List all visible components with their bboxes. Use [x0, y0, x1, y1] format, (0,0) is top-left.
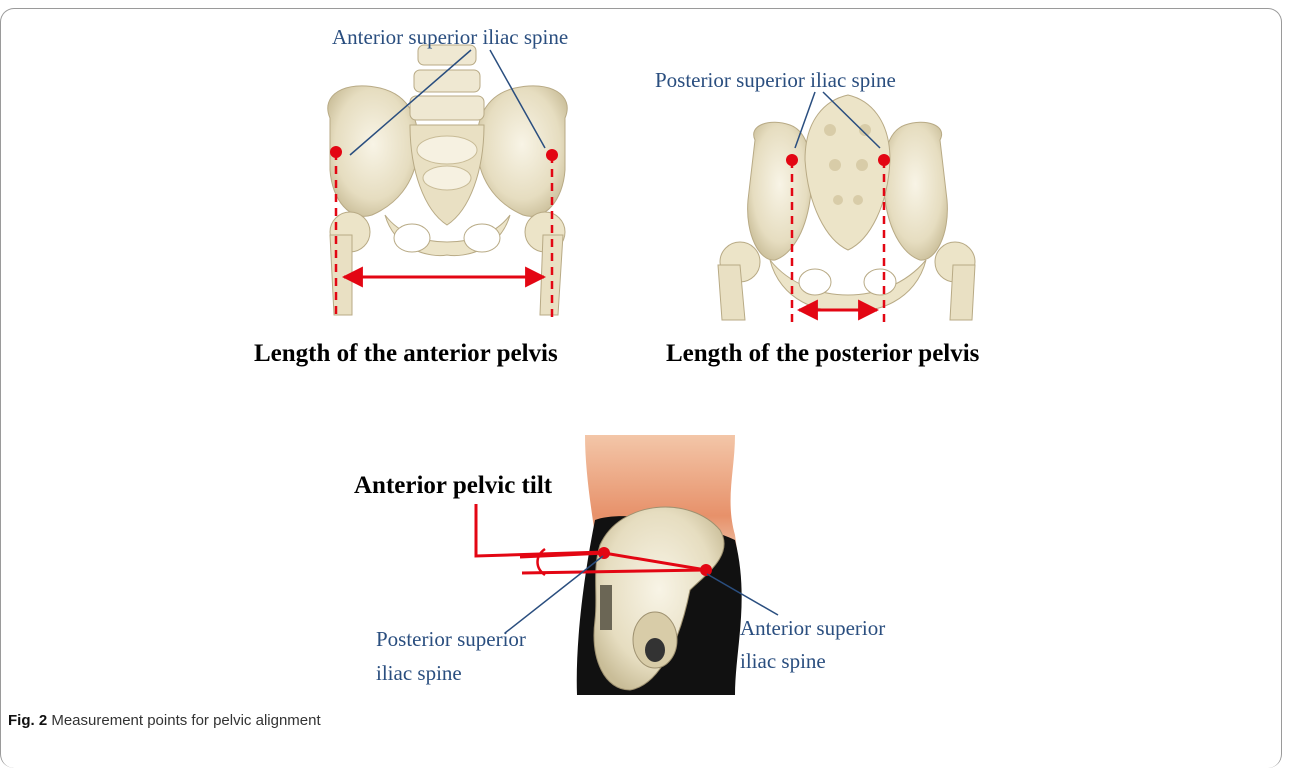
- pelvis-back-photo: [718, 95, 975, 320]
- tilt-title-label: Anterior pelvic tilt: [354, 472, 553, 499]
- asis-right-point: [546, 149, 558, 161]
- psis-top-label: Posterior superior iliac spine: [655, 68, 896, 92]
- horizontal-reference-line: [476, 504, 604, 556]
- asis-bottom-label-line2: iliac spine: [740, 649, 826, 673]
- psis-side-point: [598, 547, 610, 559]
- psis-bottom-label-line1: Posterior superior: [376, 627, 526, 651]
- anterior-length-label: Length of the anterior pelvis: [254, 340, 558, 367]
- psis-right-point: [878, 154, 890, 166]
- pelvic-measurement-figure: Anterior superior iliac spine Posterior …: [0, 0, 1293, 737]
- psis-bottom-label-line2: iliac spine: [376, 661, 462, 685]
- pelvis-front-photo: [328, 45, 567, 315]
- psis-left-point: [786, 154, 798, 166]
- figure-number: Fig. 2: [8, 712, 47, 729]
- pelvis-side-model: [577, 435, 742, 695]
- figure-caption: Fig. 2 Measurement points for pelvic ali…: [8, 712, 321, 729]
- asis-side-point: [700, 564, 712, 576]
- asis-left-point: [330, 146, 342, 158]
- figure-caption-text: Measurement points for pelvic alignment: [51, 712, 320, 729]
- asis-top-label: Anterior superior iliac spine: [332, 25, 568, 49]
- posterior-length-label: Length of the posterior pelvis: [666, 340, 980, 367]
- asis-bottom-label-line1: Anterior superior: [740, 616, 885, 640]
